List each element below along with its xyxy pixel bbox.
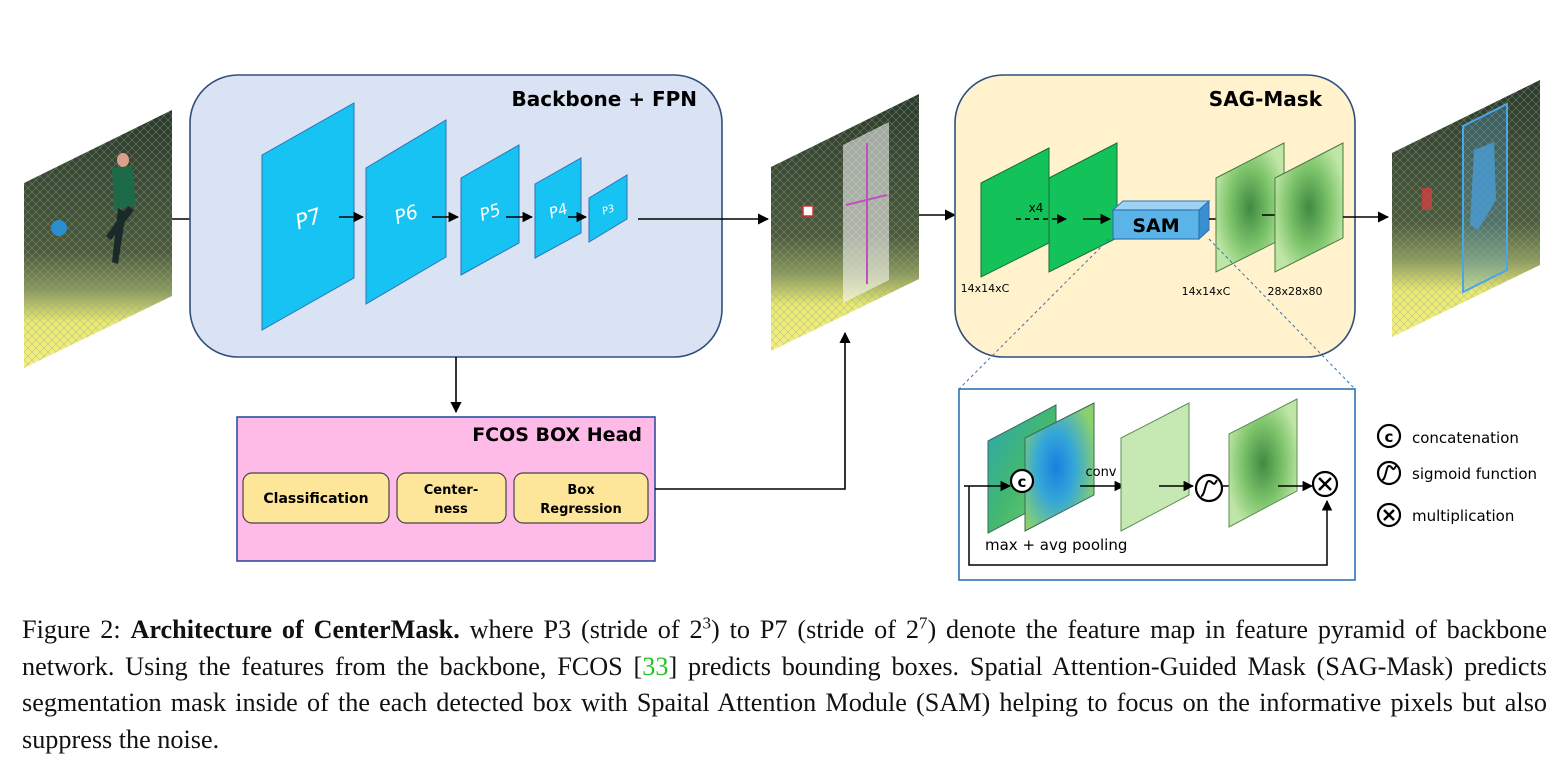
dim-label-attention: 14x14xC <box>1182 285 1231 298</box>
fpn-label-p4: P4 <box>547 200 570 223</box>
box-regression-branch <box>513 472 649 524</box>
sam-detail-panel: c conv max + avg pooling <box>958 388 1356 581</box>
conv-output-map <box>1120 402 1190 532</box>
input-image <box>24 110 172 368</box>
fpn-level-p4 <box>534 157 582 259</box>
fpn-level-p7 <box>261 102 355 331</box>
legend-concat-symbol: c <box>1385 428 1394 446</box>
fpn-level-p3 <box>588 174 628 243</box>
avg-pool-map <box>1024 402 1095 532</box>
caption-text-2: ) to P7 (stride of 2 <box>711 615 919 644</box>
classification-label: Classification <box>263 491 368 507</box>
caption-sup-2: 7 <box>918 613 928 633</box>
sag-mask-panel: SAG-Mask x4 SAM 14x14xC 14x14xC 28x28x80 <box>954 74 1356 358</box>
mask-output-map <box>1274 142 1344 273</box>
dim-label-mask: 28x28x80 <box>1267 285 1322 298</box>
player-figure <box>51 153 136 264</box>
fpn-label-p3: P3 <box>601 203 616 217</box>
centerness-label-line2: ness <box>434 502 468 517</box>
legend-concat-icon <box>1376 423 1402 449</box>
caption-text-4: ] predicts bounding boxes. Spatial Atten… <box>22 651 1547 754</box>
dim-label-input: 14x14xC <box>961 282 1010 295</box>
sag-mask-title: SAG-Mask <box>1209 87 1323 111</box>
architecture-diagram: Backbone + FPN P7 P6 P5 P4 P3 FCOS BOX H… <box>24 74 1540 581</box>
fcos-head-title: FCOS BOX Head <box>472 424 642 446</box>
concat-op-symbol: c <box>1018 473 1027 491</box>
legend-multiply-label: multiplication <box>1412 507 1514 525</box>
centerness-branch <box>396 472 507 524</box>
classification-branch <box>242 472 390 524</box>
legend-concat-label: concatenation <box>1412 429 1519 447</box>
backbone-fpn-panel: Backbone + FPN P7 P6 P5 P4 P3 <box>189 74 723 358</box>
output-image <box>1392 80 1540 337</box>
caption-text-3: ) denote the feature map in feature pyra… <box>22 615 1547 681</box>
box-regression-label-line2: Regression <box>540 502 621 517</box>
backbone-title: Backbone + FPN <box>512 87 698 111</box>
caption-sup-1: 3 <box>702 613 712 633</box>
conv-label: conv <box>1085 465 1116 480</box>
fpn-level-p6 <box>365 119 447 305</box>
legend-sigmoid-label: sigmoid function <box>1412 465 1537 483</box>
fcos-box-head-panel: FCOS BOX Head Classification Center- nes… <box>236 416 656 562</box>
attention-weight-map <box>1228 398 1298 528</box>
sigmoid-op-icon <box>1194 473 1224 503</box>
centerness-label-line1: Center- <box>424 483 478 498</box>
repeat-label: x4 <box>1029 201 1044 215</box>
sam-module <box>1112 209 1200 240</box>
pooling-label: max + avg pooling <box>985 536 1127 554</box>
caption-title: Architecture of CenterMask. <box>130 615 460 644</box>
sam-label: SAM <box>1132 215 1179 237</box>
figure-caption: Figure 2: Architecture of CenterMask. wh… <box>22 612 1547 758</box>
legend: c concatenation sigmoid function multipl… <box>1376 423 1537 528</box>
box-regression-label-line1: Box <box>567 483 595 498</box>
caption-text-1: where P3 (stride of 2 <box>459 615 703 644</box>
fpn-level-p5 <box>460 144 520 276</box>
detection-image <box>771 94 919 351</box>
caption-figure-number: Figure 2: <box>22 615 121 644</box>
citation-link[interactable]: 33 <box>642 651 669 681</box>
